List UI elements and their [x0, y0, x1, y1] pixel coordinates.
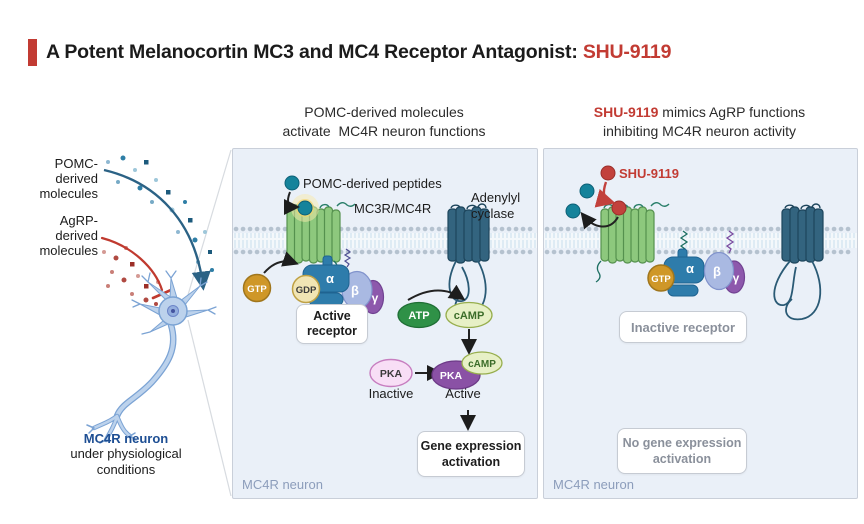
lipid-anchor-zigzag [343, 248, 352, 268]
svg-text:β: β [351, 283, 359, 298]
mc3r-mc4r-receptor [595, 202, 670, 283]
beta-subunit [703, 251, 735, 291]
mc4r-neuron-drawing [86, 270, 217, 444]
inhibited-signaling-panel: GTP α β γ [543, 148, 858, 499]
neuron-figure [86, 149, 232, 497]
camp-molecule [445, 301, 493, 329]
active-signaling-panel: GDP α β γ GTP [232, 148, 538, 499]
cell-membrane [233, 226, 537, 255]
shu9119-binding-arrow [594, 181, 616, 208]
beta-gamma-dimer: β γ [703, 251, 746, 294]
pka-inactive [369, 358, 413, 388]
pomc-molecule-dots [106, 155, 214, 272]
pomc-peptide-legend-dot [284, 175, 300, 191]
adenylyl-cyclase-protein [773, 203, 824, 321]
adenylyl-cyclase-label: Adenylyl cyclase [471, 190, 521, 221]
neuron-conditions-label: under physiological conditions [70, 446, 182, 477]
displaced-pomc-dot [579, 183, 595, 199]
inactive-receptor-box: Inactive receptor [619, 311, 747, 343]
pka-inactive-state-label: Inactive [368, 386, 414, 401]
svg-text:α: α [686, 261, 694, 276]
svg-text:ATP: ATP [408, 310, 429, 322]
svg-text:GTP: GTP [651, 274, 671, 285]
svg-text:PKA: PKA [440, 370, 463, 382]
atp-molecule [397, 301, 441, 329]
adenylyl-cyclase-protein [447, 203, 490, 316]
gdp-molecule [291, 274, 321, 304]
gtp-exchange-arrow [263, 251, 299, 274]
neuron-caption: MC4R neuron under physiological conditio… [30, 431, 222, 478]
svg-text:cAMP: cAMP [468, 359, 496, 370]
no-gene-expression-box: No gene expression activation [617, 428, 747, 474]
right-panel-footer: MC4R neuron [553, 477, 634, 492]
right-heading-line2: inhibiting MC4R neuron activity [603, 123, 796, 139]
camp-bound [461, 351, 503, 375]
receptor-name-label: MC3R/MC4R [354, 201, 432, 216]
active-receptor-box: Active receptor [296, 304, 368, 344]
title-accent-bar [28, 39, 37, 66]
svg-text:γ: γ [733, 271, 740, 285]
shu9119-legend-label: SHU-9119 [619, 166, 679, 181]
gtp-molecule [647, 264, 675, 292]
svg-text:β: β [713, 264, 721, 279]
neuron-name-label: MC4R neuron [83, 431, 169, 446]
active-signaling-drawing: GDP α β γ GTP [233, 175, 537, 431]
right-panel-heading: SHU-9119 mimics AgRP functions inhibitin… [543, 103, 856, 141]
page-title: A Potent Melanocortin MC3 and MC4 Recept… [46, 41, 671, 64]
pomc-molecules-label: POMC- derived molecules [39, 156, 98, 201]
pka-active-state-label: Active [445, 386, 481, 401]
svg-text:GDP: GDP [296, 285, 317, 296]
right-heading-highlight: SHU-9119 [593, 104, 659, 120]
svg-text:GTP: GTP [247, 284, 267, 295]
svg-text:cAMP: cAMP [454, 310, 485, 322]
inhibited-signaling-drawing: GTP α β γ [544, 165, 857, 321]
agrp-molecules-label: AgRP- derived molecules [39, 213, 98, 258]
shu9119-legend-dot [600, 165, 616, 181]
title-text: A Potent Melanocortin MC3 and MC4 Recept… [46, 41, 578, 63]
agrp-molecule-dots [102, 246, 160, 306]
atp-to-camp-arrow [407, 284, 466, 301]
middle-panel-heading: POMC-derived molecules activate MC4R neu… [282, 104, 486, 139]
svg-text:PKA: PKA [380, 368, 403, 380]
shu9119-ligand [611, 200, 627, 216]
pomc-activation-arrow [103, 168, 211, 291]
title-highlight: SHU-9119 [582, 41, 672, 63]
gene-expression-box: Gene expression activation [417, 431, 525, 477]
pomc-peptide-ligand [291, 194, 319, 222]
middle-panel-footer: MC4R neuron [242, 477, 323, 492]
right-heading-rest: mimics AgRP functions [658, 104, 806, 120]
pomc-peptides-legend-label: POMC-derived peptides [303, 176, 442, 191]
ligand-binding-arrow [283, 191, 300, 215]
pka-active-complex: PKA cAMP [431, 351, 503, 390]
g-protein-complex: GDP α β γ [291, 255, 385, 315]
svg-text:γ: γ [372, 291, 379, 305]
pomc-displacement-arrow [580, 211, 619, 230]
gtp-molecule [242, 273, 272, 303]
gamma-lipid-anchor [725, 230, 735, 254]
alpha-subunit-dissociated: GTP α [647, 248, 705, 297]
svg-text:α: α [326, 271, 334, 286]
displaced-pomc-dot [565, 203, 581, 219]
agrp-inhibition-arrow [100, 236, 173, 300]
